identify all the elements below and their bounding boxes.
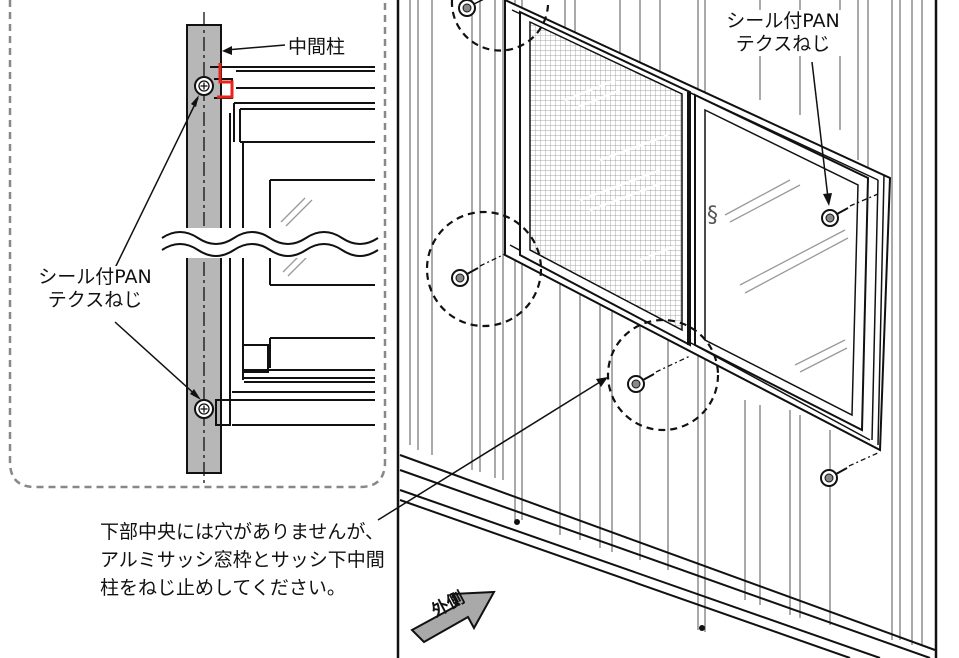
break-lines [160,228,380,258]
sash-frame-upper [210,66,375,230]
label-screw-right-line1: シール付PAN [726,10,840,32]
note-line-2: アルミサッシ窓枠とサッシ下中間 [100,549,385,571]
label-screw-left-line1: シール付PAN [38,266,152,288]
leader-arrowhead [190,389,201,400]
arrow-icon [410,590,496,644]
screw-icon [451,253,506,287]
screen-sash [519,10,691,347]
sealant-highlight [217,63,234,99]
leader-middle-post [225,44,286,51]
sash-frame-lower [215,258,375,426]
rivet [514,519,520,525]
wall-sill [399,454,936,658]
label-screw-right: シール付PAN テクスねじ [712,10,854,56]
screw-icon [194,76,214,96]
leader-arrowhead [823,193,832,206]
note-text: 下部中央には穴がありませんが、 アルミサッシ窓枠とサッシ下中間 柱をねじ止めして… [100,518,385,602]
screw-icon [820,451,881,487]
wall-panel-ribs [409,0,923,645]
wall-illustration: § [377,0,938,658]
screw-icon [194,399,214,419]
label-screw-left: シール付PAN テクスねじ [26,266,164,312]
glass-sash: § [694,93,870,432]
leader-arrowhead [222,46,232,55]
screw-icon [627,355,691,393]
label-screw-right-line2: テクスねじ [735,33,831,55]
note-line-3: 柱をねじ止めしてください。 [100,577,346,599]
detail-panel [8,0,387,489]
label-screw-left-line2: テクスねじ [47,289,143,311]
leader-screw-right [811,61,829,199]
rivet [699,625,705,631]
note-line-1: 下部中央には穴がありませんが、 [100,521,385,543]
screw-icon [821,193,879,227]
highlight-circles [425,0,720,432]
label-middle-post: 中間柱 [288,36,346,59]
latch-icon: § [707,203,718,228]
leader-arrowhead [596,377,608,387]
leader-screw-bottom [114,321,200,399]
leader-arrowhead [191,95,199,107]
detail-dashed-frame [8,0,387,489]
screw-icon [458,0,484,17]
leader-note [377,381,601,521]
glass-pane [269,179,375,286]
leader-screw-top [114,97,199,269]
